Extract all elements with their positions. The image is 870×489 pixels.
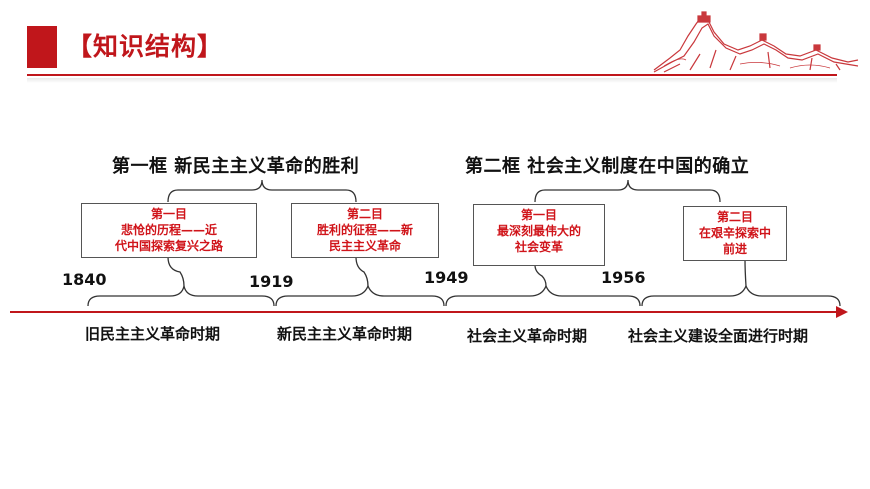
lesson-box-2-line: 民主主义革命 (328, 239, 401, 253)
lesson-box-1-heading: 第一目 (150, 207, 187, 221)
lesson-box-1: 第一目 悲怆的历程——近 代中国探索复兴之路 (81, 203, 257, 258)
header-accent-block (27, 26, 57, 68)
lesson-box-2-line: 胜利的征程——新 (316, 223, 413, 237)
year-label: 1840 (62, 270, 107, 289)
great-wall-icon (653, 11, 859, 73)
header-divider (27, 74, 837, 76)
connector-3 (534, 264, 547, 287)
period-label: 旧民主主义革命时期 (85, 325, 221, 343)
year-label: 1949 (424, 268, 469, 287)
frame-2-brace (534, 179, 721, 203)
connector-4 (744, 259, 747, 287)
frame-1-title: 第一框 新民主主义革命的胜利 (112, 156, 360, 177)
connector-1 (167, 256, 185, 287)
lesson-box-4-heading: 第二目 (716, 210, 753, 224)
lesson-box-2: 第二目 胜利的征程——新 民主主义革命 (291, 203, 439, 258)
period-brace-4 (641, 284, 841, 307)
page-title: 【知识结构】 (67, 32, 224, 61)
lesson-box-4: 第二目 在艰辛探索中 前进 (683, 206, 787, 261)
lesson-box-2-heading: 第二目 (346, 207, 383, 221)
frame-1-brace (167, 179, 357, 203)
lesson-box-3-line: 最深刻最伟大的 (496, 224, 581, 238)
lesson-box-1-line: 代中国探索复兴之路 (114, 239, 223, 253)
period-brace-1 (87, 285, 275, 307)
lesson-box-4-line: 在艰辛探索中 (698, 226, 771, 240)
year-label: 1919 (249, 272, 294, 291)
header-shadow (27, 78, 837, 83)
period-label: 新民主主义革命时期 (277, 325, 413, 343)
lesson-box-3-heading: 第一目 (520, 208, 557, 222)
connector-2 (355, 256, 369, 287)
lesson-box-4-line: 前进 (722, 242, 747, 256)
lesson-box-3: 第一目 最深刻最伟大的 社会变革 (473, 204, 605, 266)
period-brace-2 (275, 284, 445, 307)
period-label: 社会主义革命时期 (467, 327, 588, 345)
frame-2-title: 第二框 社会主义制度在中国的确立 (465, 156, 750, 177)
lesson-box-1-line: 悲怆的历程——近 (120, 223, 217, 237)
period-label: 社会主义建设全面进行时期 (628, 327, 809, 345)
timeline-arrowhead (836, 306, 848, 318)
period-brace-3 (445, 284, 641, 307)
lesson-box-3-line: 社会变革 (514, 240, 563, 254)
year-label: 1956 (601, 268, 646, 287)
